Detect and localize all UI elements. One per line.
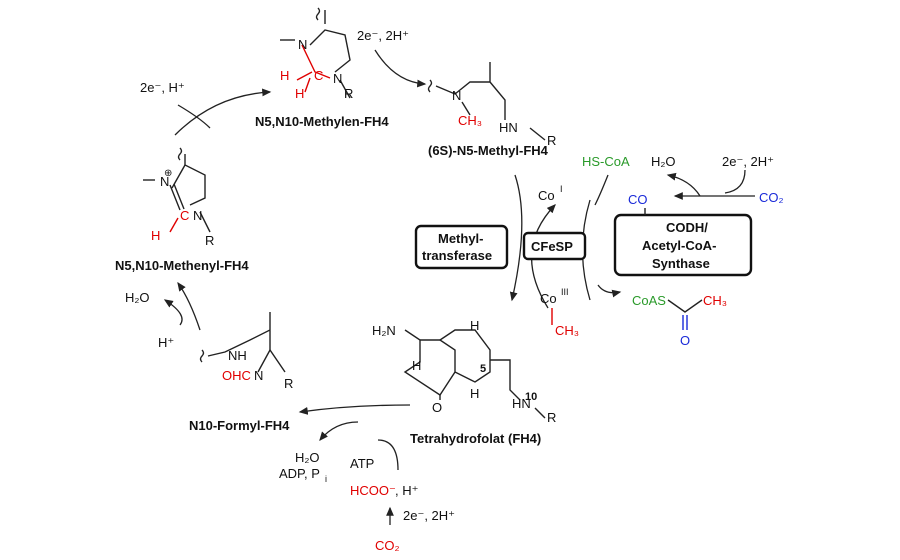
arrow-2e-h-in	[177, 104, 211, 129]
co-iii: Co	[540, 291, 557, 306]
methylen-structure: N N H C H R N5,N10-Methylen-FH4	[255, 7, 389, 129]
acetyl-bonds	[667, 299, 703, 313]
arrow-coa-in	[594, 174, 609, 206]
arrow-h2o-out-right	[666, 172, 701, 197]
n-atom: N	[193, 208, 202, 223]
codh-box	[613, 213, 753, 277]
cfesp-box	[522, 231, 587, 261]
co2-bottom: CO₂	[375, 538, 400, 553]
co-i-sup: I	[560, 184, 563, 194]
n-atom: N	[160, 174, 169, 189]
h-atom: H	[151, 228, 160, 243]
hcoo: HCOO⁻	[350, 483, 396, 498]
r-atom: R	[344, 86, 353, 101]
arrow-methylen-to-methyl	[374, 49, 427, 88]
methyl-label: (6S)-N5-Methyl-FH4	[428, 143, 549, 158]
position-10: 10	[525, 391, 537, 403]
plus-charge: ⊕	[164, 168, 172, 179]
o-atom: O	[432, 400, 442, 415]
methyltransferase-box	[414, 224, 509, 270]
hs-coa: HS-CoA	[582, 154, 630, 169]
position-5: 5	[480, 363, 486, 375]
hn-atom: HN	[512, 396, 531, 411]
n-atom: N	[298, 37, 307, 52]
ch2-atom: C	[314, 68, 323, 83]
thf-structure: H₂N H O H H 5 10 HN R Tetrahydrofolat (F…	[372, 318, 556, 446]
h2o-right: H₂O	[651, 154, 676, 169]
h2o-bottom: H₂O	[295, 450, 320, 465]
r-atom: R	[547, 410, 556, 425]
co2-right: CO₂	[759, 190, 784, 205]
adp-pi: ADP, P	[279, 466, 320, 481]
hcoo-h: , H⁺	[395, 483, 418, 498]
methenyl-structure: N ⊕ C H N R N5,N10-Methenyl-FH4	[115, 147, 249, 273]
ch3-acetyl: CH₃	[703, 293, 727, 308]
codh-line3: Synthase	[652, 256, 710, 271]
r-atom: R	[284, 376, 293, 391]
n-atom: N	[254, 368, 263, 383]
formyl-structure: NH OHC N R N10-Formyl-FH4	[189, 312, 293, 433]
co-ch3: CH₃	[555, 323, 579, 338]
ch3-group: CH₃	[458, 113, 482, 128]
h2o-left: H₂O	[125, 290, 150, 305]
arrow-thf-to-formyl	[298, 404, 411, 415]
methenyl-label: N5,N10-Methenyl-FH4	[115, 258, 249, 273]
h-atom: H	[470, 318, 479, 333]
reagent-2e-2h-right: 2e⁻, 2H⁺	[722, 154, 774, 169]
h-plus-left: H⁺	[158, 335, 174, 350]
r-atom: R	[205, 233, 214, 248]
reagent-2e-2h-bottom: 2e⁻, 2H⁺	[403, 508, 455, 523]
co: CO	[628, 192, 648, 207]
ohc-group: OHC	[222, 368, 251, 383]
co-i: Co	[538, 188, 555, 203]
coas: CoAS	[632, 293, 666, 308]
ch-atom: C	[180, 208, 189, 223]
arrow-h2o-out	[163, 299, 183, 326]
arrow-2e-in-right	[724, 169, 746, 194]
pi-sub: i	[325, 474, 327, 484]
thf-label: Tetrahydrofolat (FH4)	[410, 431, 541, 446]
h-atom: H	[280, 68, 289, 83]
methylen-label: N5,N10-Methylen-FH4	[255, 114, 389, 129]
arrow-atp-in	[377, 439, 399, 471]
cfesp-label: CFeSP	[531, 239, 573, 254]
reagent-2e-2h-top: 2e⁻, 2H⁺	[357, 28, 409, 43]
h2n-group: H₂N	[372, 323, 396, 338]
n-atom: N	[333, 71, 342, 86]
carbonyl-bond	[682, 315, 688, 330]
arrow-methyl-to-thf	[509, 174, 523, 302]
methyltransferase-line2: transferase	[422, 248, 492, 263]
arrow-formyl-to-methenyl	[177, 281, 201, 331]
h-atom: H	[295, 86, 304, 101]
nh-atom: NH	[228, 348, 247, 363]
r-atom: R	[547, 133, 556, 148]
co-iii-sup: III	[561, 287, 569, 297]
reagent-2e-h: 2e⁻, H⁺	[140, 80, 185, 95]
codh-line1: CODH/	[666, 220, 708, 235]
acetyl-o: O	[680, 333, 690, 348]
n-atom: N	[452, 88, 461, 103]
formyl-label: N10-Formyl-FH4	[189, 418, 290, 433]
hn-atom: H	[412, 358, 421, 373]
hn-atom: HN	[499, 120, 518, 135]
methyltransferase-line1: Methyl-	[438, 231, 484, 246]
h-atom: H	[470, 386, 479, 401]
arrow-to-acetyl	[597, 284, 622, 298]
methyl-structure: N CH₃ HN R (6S)-N5-Methyl-FH4	[427, 62, 556, 158]
atp: ATP	[350, 456, 374, 471]
arrow-h2o-out-bottom	[319, 421, 359, 441]
arrow-methenyl-to-methylen	[174, 88, 272, 136]
codh-line2: Acetyl-CoA-	[642, 238, 716, 253]
